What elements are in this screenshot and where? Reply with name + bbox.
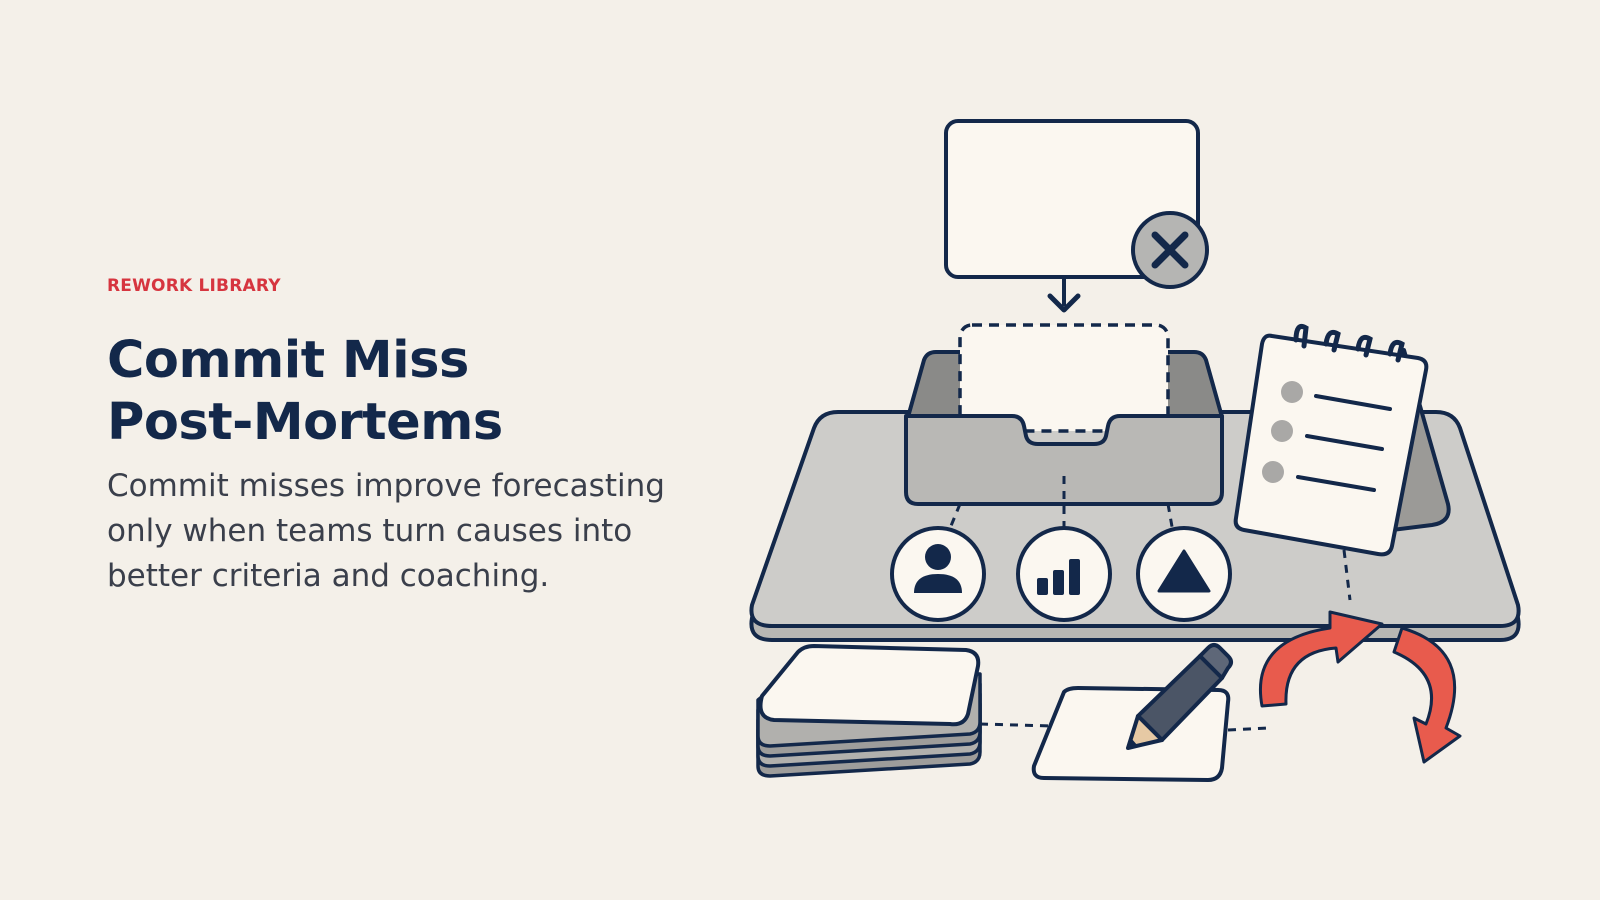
- subtitle: Commit misses improve forecasting only w…: [107, 468, 665, 594]
- bar-chart-icon: [1016, 526, 1112, 622]
- title-line-2: Post-Mortems: [107, 393, 503, 452]
- card-stack: [756, 644, 982, 778]
- title-line-1: Commit Miss: [107, 331, 469, 390]
- pencil-icon: [1126, 643, 1233, 750]
- text-block: REWORK LIBRARY Commit Miss Post-Mortems …: [107, 276, 707, 599]
- close-icon: [1131, 211, 1209, 289]
- person-icon: [890, 526, 986, 622]
- down-arrow-icon: [1047, 278, 1081, 313]
- cycle-arrows-icon: [1259, 610, 1462, 764]
- checklist-notepad-icon: [1233, 324, 1451, 557]
- inbox-tray: [904, 323, 1224, 506]
- eyebrow-label: REWORK LIBRARY: [107, 276, 281, 296]
- triangle-icon: [1136, 526, 1232, 622]
- page-title: Commit Miss Post-Mortems: [107, 330, 707, 454]
- bottom-connectors: [979, 722, 1269, 732]
